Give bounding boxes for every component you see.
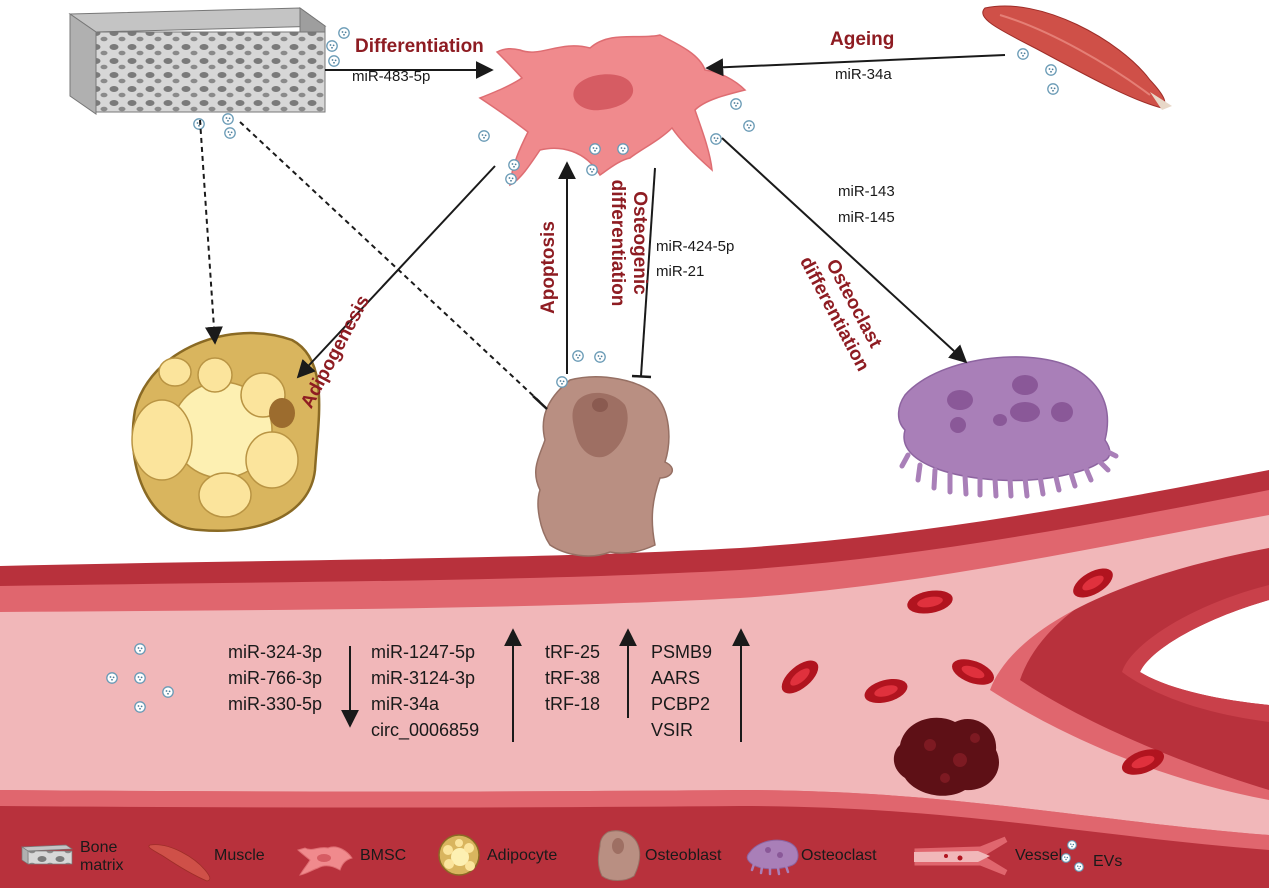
vessel-item: miR-766-3p [228,668,323,688]
adipocyte-cell [131,331,321,532]
muscle-icon [982,5,1172,110]
vessel-item: PCBP2 [651,694,711,714]
osteoclast-cell [897,356,1119,499]
ageing-label: Ageing [830,29,895,50]
apoptosis-label: Apoptosis [538,221,559,314]
vessel-item: miR-34a [371,694,440,714]
osteoblast-cell [535,376,674,557]
osteoclast-arrow [721,137,968,364]
legend-bone-matrix-label: Bone matrix [80,839,124,874]
up-regulated-list-1: miR-1247-5p miR-3124-3p miR-34a circ_000… [371,639,479,743]
mir-34a-label: miR-34a [835,66,892,83]
bone-to-adipocyte-dashed-arrow [199,119,223,345]
legend-evs-label: EVs [1093,853,1123,870]
mir-145-label: miR-145 [838,209,895,226]
vessel-item: PSMB9 [651,642,713,662]
legend-bmsc-icon [297,846,353,876]
red-blood-cells [781,568,1165,775]
osteogenic-differentiation-label: Osteogenic differentiation [607,179,650,307]
mir-21-label: miR-21 [656,263,705,280]
adipogenesis-arrow [296,165,496,379]
legend-adipocyte-label: Adipocyte [487,847,558,864]
bone-matrix-icon [68,7,327,115]
osteogenic-inhibition-line [640,167,656,377]
bone-to-osteoblast-inhibition-bar [532,395,548,410]
legend-osteoblast-label: Osteoblast [645,847,722,864]
vessel-item: circ_0006859 [371,720,480,740]
vessel-item: tRF-18 [545,694,601,714]
up-regulated-list-2: tRF-25 tRF-38 tRF-18 [545,639,600,717]
legend-osteoclast-label: Osteoclast [801,847,877,864]
osteogenic-inhibition-bar [631,374,652,379]
mir-424-5p-label: miR-424-5p [656,238,735,255]
mir-483-5p-label: miR-483-5p [352,68,431,85]
vessel-item: tRF-25 [545,642,601,662]
vessel-item: tRF-38 [545,668,601,688]
legend-bone-matrix-icon [20,844,74,865]
legend-adipocyte-icon [438,834,480,876]
legend-muscle-icon [148,844,211,882]
vessel-item: miR-3124-3p [371,668,476,688]
vessel-item: miR-1247-5p [371,642,476,662]
legend-vessel-label: Vessel [1015,847,1063,864]
legend-osteoclast-icon [746,839,799,876]
vessel-item: AARS [651,668,701,688]
muscle-to-bmsc-arrow [705,54,1006,77]
vessel-item: VSIR [651,720,694,740]
down-regulated-list: miR-324-3p miR-766-3p miR-330-5p [228,639,322,717]
legend-muscle-label: Muscle [214,847,265,864]
legend-bmsc-label: BMSC [360,847,407,864]
mir-143-label: miR-143 [838,183,895,200]
differentiation-label: Differentiation [355,36,484,57]
bmsc-cell [478,34,747,187]
up-regulated-list-3: PSMB9 AARS PCBP2 VSIR [651,639,712,743]
vessel-item: miR-330-5p [228,694,323,714]
vessel-item: miR-324-3p [228,642,323,662]
legend-osteoblast-icon [597,830,641,881]
blood-clot [893,717,1000,796]
legend-vessel-icon [913,835,1009,877]
